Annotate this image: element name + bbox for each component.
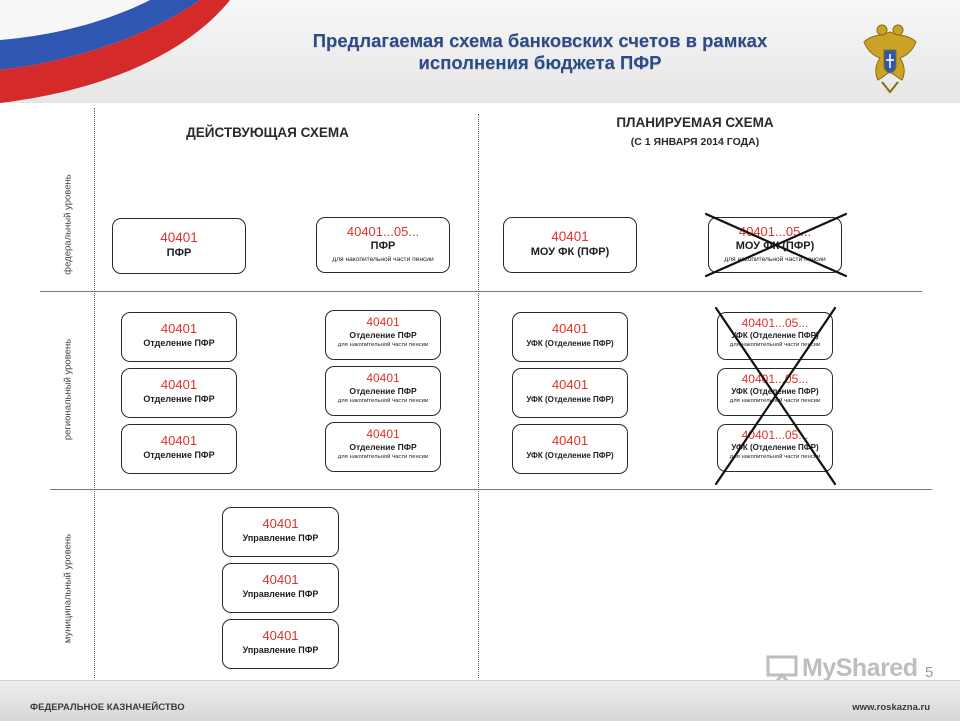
account-box-pfr-department: 40401 Управление ПФР bbox=[222, 619, 339, 669]
planned-scheme-title: ПЛАНИРУЕМАЯ СХЕМА bbox=[616, 115, 774, 130]
title-line-2: исполнения бюджета ПФР bbox=[418, 52, 662, 73]
account-box-pfr-branch: 40401 Отделение ПФР bbox=[121, 312, 237, 362]
planned-scheme-subtitle: (С 1 ЯНВАРЯ 2014 ГОДА) bbox=[630, 136, 760, 148]
account-number: 40401...05... bbox=[741, 428, 809, 442]
account-holder: Отделение ПФР bbox=[143, 394, 215, 404]
account-box-pfr-department: 40401 Управление ПФР bbox=[222, 563, 339, 613]
account-box-mou-fk-federal: 40401 МОУ ФК (ПФР) bbox=[503, 217, 637, 273]
current-scheme-title: ДЕЙСТВУЮЩАЯ СХЕМА bbox=[186, 125, 349, 140]
account-holder: УФК (Отделение ПФР) bbox=[731, 387, 819, 396]
account-box-pfr-branch-funded: 40401 Отделение ПФР для накопительной ча… bbox=[325, 310, 441, 360]
account-number: 40401...05... bbox=[741, 372, 809, 386]
footer-organization: ФЕДЕРАЛЬНОЕ КАЗНАЧЕЙСТВО bbox=[30, 702, 185, 713]
account-holder: Управление ПФР bbox=[242, 645, 319, 655]
account-box-pfr-branch-funded: 40401 Отделение ПФР для накопительной ча… bbox=[325, 366, 441, 416]
account-number: 40401 bbox=[160, 433, 198, 448]
account-holder: Управление ПФР bbox=[242, 533, 319, 543]
account-number: 40401...05... bbox=[346, 224, 420, 239]
title-line-1: Предлагаемая схема банковских счетов в р… bbox=[312, 30, 768, 51]
account-number: 40401 bbox=[551, 377, 589, 392]
account-box-ufk-branch-funded-crossed: 40401...05... УФК (Отделение ПФР) для на… bbox=[717, 368, 833, 416]
page-number: 5 bbox=[925, 664, 934, 681]
double-headed-eagle-emblem-icon bbox=[863, 24, 917, 94]
federal-level-label: федеральный уровень bbox=[62, 174, 74, 275]
account-holder: ПФР bbox=[370, 240, 396, 252]
account-holder: УФК (Отделение ПФР) bbox=[526, 395, 614, 404]
account-note: для накопительной части пенсии bbox=[332, 256, 434, 263]
account-number: 40401...05... bbox=[738, 224, 812, 239]
account-note: для накопительной части пенсии bbox=[337, 342, 429, 348]
account-number: 40401 bbox=[262, 572, 299, 587]
federal-regional-separator bbox=[40, 291, 922, 292]
account-note: для накопительной части пенсии bbox=[337, 398, 429, 404]
account-box-ufk-branch: 40401 УФК (Отделение ПФР) bbox=[512, 424, 628, 474]
header-banner: Предлагаемая схема банковских счетов в р… bbox=[0, 0, 960, 103]
account-holder: УФК (Отделение ПФР) bbox=[731, 443, 819, 452]
account-holder: Отделение ПФР bbox=[143, 450, 215, 460]
scheme-column-divider bbox=[478, 114, 479, 678]
municipal-level-label: муниципальный уровень bbox=[62, 533, 74, 644]
account-box-pfr-branch-funded: 40401 Отделение ПФР для накопительной ча… bbox=[325, 422, 441, 472]
account-note: для накопительной части пенсии bbox=[337, 454, 429, 460]
account-number: 40401 bbox=[551, 433, 589, 448]
account-box-ufk-branch-funded-crossed: 40401...05... УФК (Отделение ПФР) для на… bbox=[717, 312, 833, 360]
account-holder: Отделение ПФР bbox=[349, 442, 417, 452]
account-holder: УФК (Отделение ПФР) bbox=[526, 451, 614, 460]
account-box-pfr-funded-pension: 40401...05... ПФР для накопительной част… bbox=[316, 217, 450, 273]
account-holder: Отделение ПФР bbox=[349, 330, 417, 340]
account-holder: УФК (Отделение ПФР) bbox=[526, 339, 614, 348]
account-holder: Отделение ПФР bbox=[349, 386, 417, 396]
account-box-pfr-branch: 40401 Отделение ПФР bbox=[121, 424, 237, 474]
account-number: 40401 bbox=[160, 230, 198, 245]
account-note: для накопительной части пенсии bbox=[724, 256, 826, 263]
account-holder: МОУ ФК (ПФР) bbox=[530, 246, 610, 258]
russian-flag-graphic bbox=[0, 0, 230, 103]
account-box-ufk-branch: 40401 УФК (Отделение ПФР) bbox=[512, 368, 628, 418]
footer-bar: ФЕДЕРАЛЬНОЕ КАЗНАЧЕЙСТВО www.roskazna.ru bbox=[0, 680, 960, 721]
account-box-mou-fk-funded-crossed: 40401...05... МОУ ФК (ПФР) для накопител… bbox=[708, 217, 842, 273]
account-holder: УФК (Отделение ПФР) bbox=[731, 331, 819, 340]
regional-municipal-separator bbox=[50, 489, 932, 490]
footer-website-link[interactable]: www.roskazna.ru bbox=[852, 702, 930, 713]
regional-level-label: региональный уровень bbox=[62, 338, 74, 441]
account-holder: Отделение ПФР bbox=[143, 338, 215, 348]
account-number: 40401 bbox=[262, 628, 299, 643]
account-box-pfr-branch: 40401 Отделение ПФР bbox=[121, 368, 237, 418]
account-number: 40401 bbox=[366, 427, 400, 441]
account-number: 40401...05... bbox=[741, 316, 809, 330]
account-number: 40401 bbox=[160, 321, 198, 336]
account-box-ufk-branch-funded-crossed: 40401...05... УФК (Отделение ПФР) для на… bbox=[717, 424, 833, 472]
account-note: для накопительной части пенсии bbox=[729, 342, 821, 348]
account-box-ufk-branch: 40401 УФК (Отделение ПФР) bbox=[512, 312, 628, 362]
account-number: 40401 bbox=[366, 315, 400, 329]
account-holder: МОУ ФК (ПФР) bbox=[735, 240, 815, 252]
account-number: 40401 bbox=[262, 516, 299, 531]
account-number: 40401 bbox=[366, 371, 400, 385]
watermark-text: MyShared bbox=[802, 654, 918, 682]
account-number: 40401 bbox=[551, 321, 589, 336]
account-holder: Управление ПФР bbox=[242, 589, 319, 599]
account-note: для накопительной части пенсии bbox=[729, 454, 821, 460]
account-holder: ПФР bbox=[166, 247, 192, 259]
page-title: Предлагаемая схема банковских счетов в р… bbox=[190, 30, 890, 74]
account-number: 40401 bbox=[160, 377, 198, 392]
level-label-divider bbox=[94, 108, 95, 678]
account-box-pfr-department: 40401 Управление ПФР bbox=[222, 507, 339, 557]
account-box-pfr-federal: 40401 ПФР bbox=[112, 218, 246, 274]
account-number: 40401 bbox=[551, 229, 589, 244]
account-note: для накопительной части пенсии bbox=[729, 398, 821, 404]
